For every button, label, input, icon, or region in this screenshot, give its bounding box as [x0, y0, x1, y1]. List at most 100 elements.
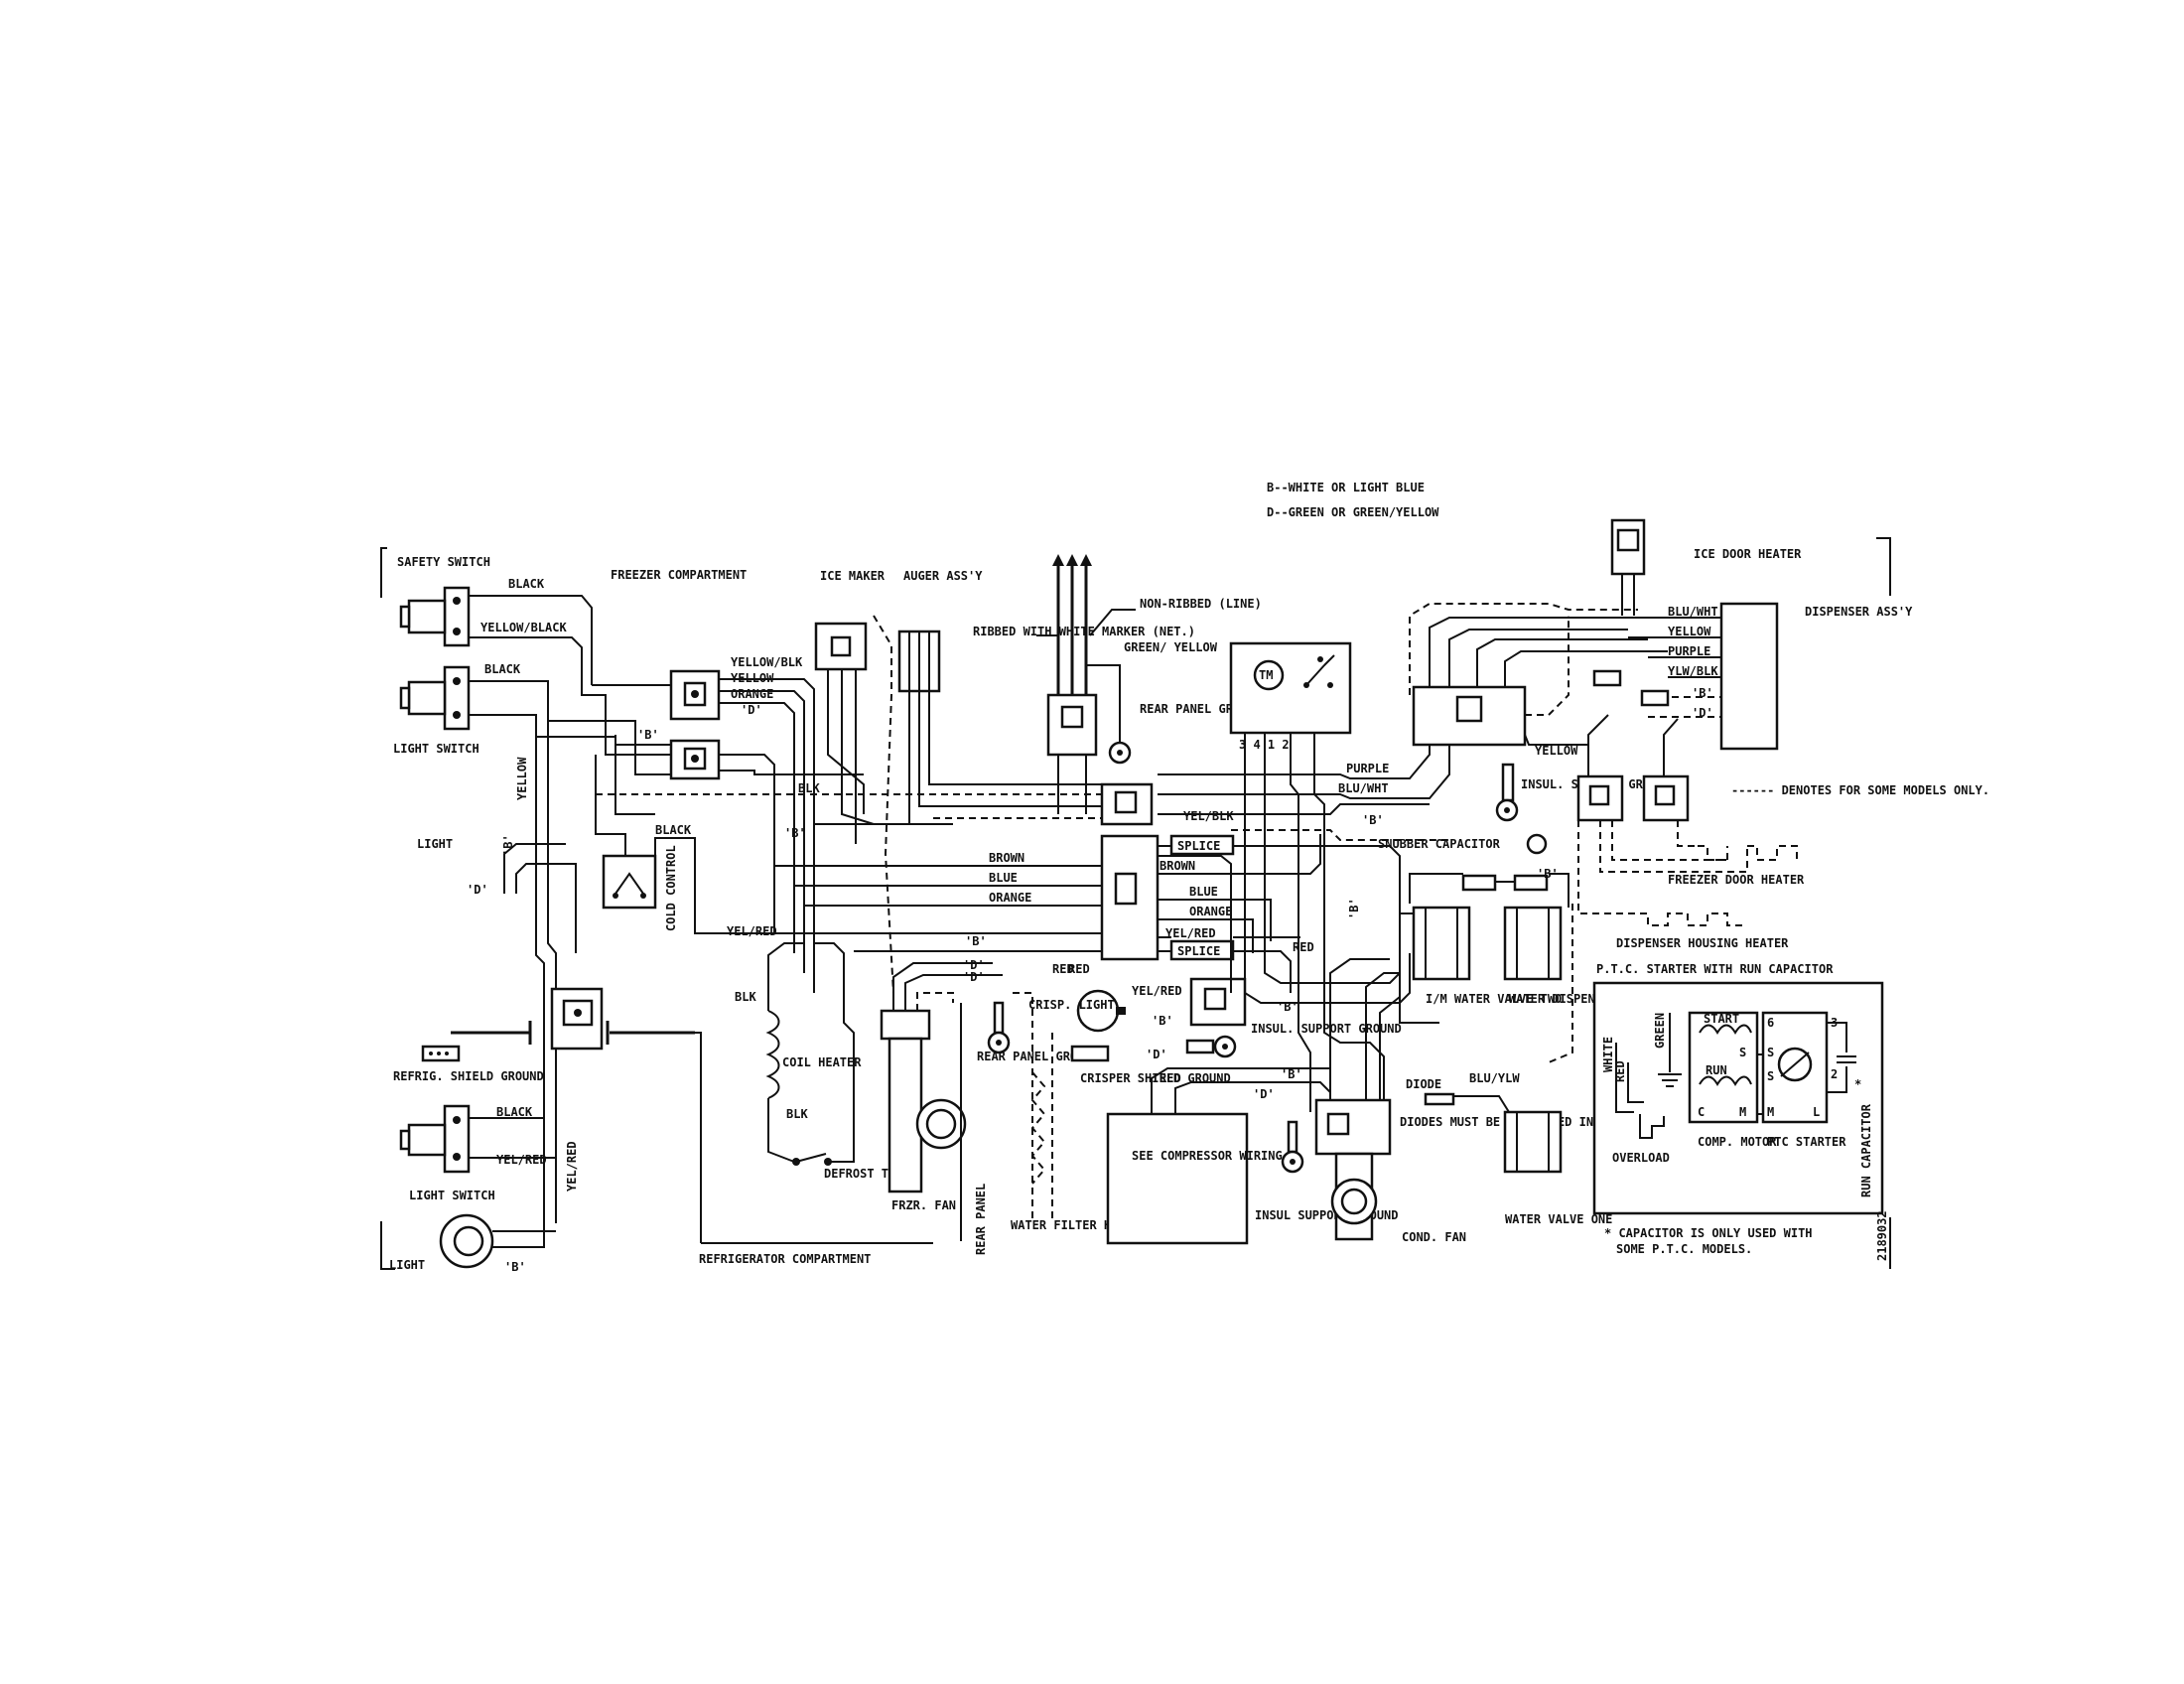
dispenser-assy: [1719, 602, 1779, 751]
coil-heater: [765, 1010, 780, 1099]
wire-nonribbed-leader: [1089, 609, 1136, 636]
central-connector-main: [1100, 834, 1160, 961]
light-bottom-label: LIGHT: [389, 1258, 425, 1272]
wire-label-yellow-vertical: YELLOW: [515, 757, 529, 800]
wire-bluwht: [1158, 735, 1450, 799]
coil-heater-label: COIL HEATER: [782, 1055, 862, 1069]
refrig-shield-ground-label: REFRIG. SHIELD GROUND: [393, 1069, 544, 1083]
svg-text:SPLICE: SPLICE: [1177, 944, 1220, 958]
crisper-shield-ground-icon: [1070, 1045, 1110, 1062]
central-connector-upper: [1100, 782, 1154, 826]
ice-door-heater: [1610, 518, 1646, 616]
center-cluster-6: [1297, 894, 1311, 1112]
heater-connector-2: [1642, 774, 1690, 822]
marker-b-5: 'B': [965, 934, 987, 948]
freezer-connector-2: [669, 739, 721, 780]
compressor-motor: [1688, 1011, 1759, 1124]
terminal-2: 2: [1831, 1067, 1838, 1081]
marker-b-12: 'B': [1281, 1067, 1302, 1081]
shield-line: [451, 1021, 532, 1045]
wire-icemaker-dashed: [873, 615, 894, 994]
line-cord-terminal: [1046, 693, 1098, 757]
splice-1: SPLICE: [1169, 834, 1235, 856]
terminal-m-2: M: [1767, 1105, 1774, 1119]
ptc-green-ground: [1658, 1013, 1682, 1087]
dispenser-housing-heater-label: DISPENSER HOUSING HEATER: [1616, 936, 1789, 950]
wire-label-black-4: BLACK: [655, 823, 692, 837]
cold-control: [602, 854, 657, 910]
wire-auger-3: [928, 691, 953, 785]
insul-support-ground-icon-3: [1495, 763, 1519, 822]
wire-dispenser-bus-1: [1429, 617, 1608, 687]
water-dispenser-valve-two: [1503, 906, 1563, 981]
center-cluster-1: [1158, 855, 1232, 993]
ptc-title: P.T.C. STARTER WITH RUN CAPACITOR: [1596, 962, 1834, 976]
wire-label-red-2: RED: [1293, 940, 1314, 954]
harness-f11: [595, 755, 626, 864]
marker-b-6: 'B': [1362, 813, 1384, 827]
refrig-compartment-divider: [695, 1032, 702, 1243]
wire-safety-black: [469, 595, 593, 685]
wire-label-yellow-3: YELLOW: [1535, 744, 1578, 758]
wire-label-green: GREEN: [1653, 1013, 1667, 1049]
center-connector-left: [550, 987, 604, 1051]
wire-cold-control-black: [654, 837, 735, 934]
wire-label-orange-2: ORANGE: [989, 891, 1031, 905]
harness-right-3: [1158, 834, 1321, 875]
wire-label-blu-ylw: BLU/YLW: [1469, 1071, 1520, 1085]
freezer-compartment-label: FREEZER COMPARTMENT: [611, 568, 747, 582]
wire-left-bus-d: [503, 843, 566, 894]
wire-label-yellow-blk: YELLOW/BLK: [731, 655, 803, 669]
wire-label-blue-1: BLUE: [989, 871, 1018, 885]
terminal-s-2: S: [1767, 1046, 1774, 1059]
terminal-6: 6: [1767, 1016, 1774, 1030]
snubber-capacitor-label: SNUBBER CAPACITOR: [1378, 837, 1501, 851]
refrigerator-compartment-label: REFRIGERATOR COMPARTMENT: [699, 1252, 871, 1266]
wire-purple: [1158, 735, 1431, 779]
heater-dashed-1: [1599, 820, 1748, 873]
wire-coil-right: [814, 942, 855, 1102]
heater-feed-1: [1587, 714, 1609, 776]
cond-fan-label: COND. FAN: [1402, 1230, 1466, 1244]
light-switch-bottom: [399, 1104, 471, 1174]
housing-heater-dashed: [1577, 820, 1747, 926]
harness-f8: [719, 754, 775, 933]
center-cluster-5: [1323, 933, 1385, 1100]
rear-panel-ground-label-2: REAR PANEL GROUND: [977, 1050, 1099, 1063]
svg-text:SPLICE: SPLICE: [1177, 839, 1220, 853]
legend-d: D--GREEN OR GREEN/YELLOW: [1267, 505, 1439, 519]
light-bottom-bulb: [439, 1213, 494, 1269]
wire-label-white: WHITE: [1601, 1037, 1615, 1072]
capacitor-note-2: SOME P.T.C. MODELS.: [1616, 1242, 1752, 1256]
comp-motor-label: COMP. MOTOR: [1698, 1135, 1777, 1149]
terminal-s-1: S: [1739, 1046, 1746, 1059]
wire-auger-1: [908, 691, 953, 825]
marker-b-10: 'B': [1152, 1014, 1173, 1028]
timer-lead-1: [1290, 733, 1299, 894]
ice-maker-label: ICE MAKER: [820, 569, 886, 583]
wire-label-red-1: RED: [1052, 962, 1074, 976]
snubber-diode-1: [1461, 874, 1497, 892]
frame-left-bottom: [380, 1221, 395, 1270]
wire-label-red-3: RED: [1068, 962, 1090, 976]
wire-dispenser-bus-2: [1448, 629, 1628, 687]
dispenser-connector: [1412, 685, 1527, 747]
insul-support-ground-icon-2: [1281, 1120, 1304, 1174]
valve-lead-4: [1399, 913, 1439, 1024]
wire-label-blu-wht-2: BLU/WHT: [1668, 605, 1718, 619]
wire-auger-2: [918, 691, 953, 807]
wire-label-red-4: RED: [1160, 1071, 1181, 1085]
insul-support-ground-label-1: INSUL. SUPPORT GROUND: [1251, 1022, 1402, 1036]
wire-label-purple-1: PURPLE: [1346, 762, 1389, 775]
optional-legend: ------ DENOTES FOR SOME MODELS ONLY.: [1731, 783, 1989, 797]
diode-small: [1424, 1092, 1455, 1106]
splice-2: SPLICE: [1169, 939, 1235, 961]
wire-label-yel-red-4: YEL/RED: [1132, 984, 1182, 998]
crisper-light-connector: [1189, 977, 1247, 1027]
safety-switch: [399, 586, 471, 647]
start-label: START: [1704, 1012, 1739, 1026]
wire-label-blk-3: BLK: [786, 1107, 808, 1121]
light-switch-top: [399, 665, 471, 731]
condenser-fan-assembly: [1314, 1098, 1392, 1241]
